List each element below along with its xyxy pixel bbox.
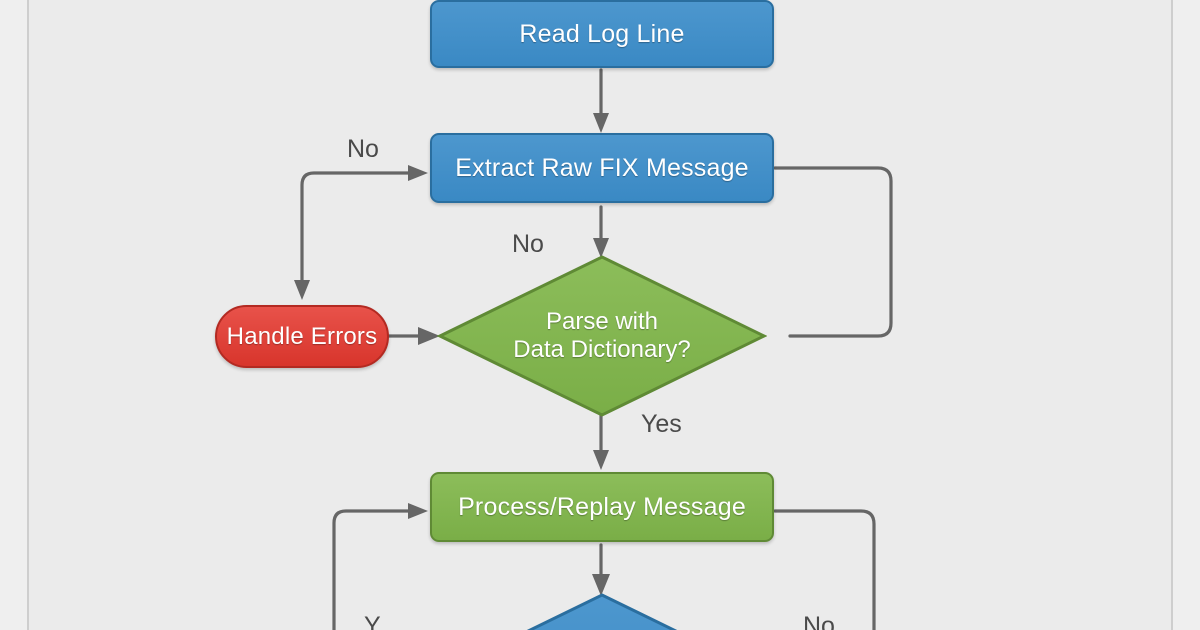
edge-process-right-rail [773,509,876,630]
node-handle-errors-label: Handle Errors [226,322,378,350]
edge-label-no-to-extract: No [347,135,379,163]
node-read-log-line-label: Read Log Line [519,19,685,48]
arrowhead-extract-to-parse [593,238,609,258]
bottom-decision-diamond-shape [526,593,678,630]
page-margin-left [0,0,27,630]
arrowhead-process-to-bottom-decision [592,574,610,596]
edge-label-yes-bottom-left: Y [364,612,381,630]
node-extract-raw-fix-message[interactable]: Extract Raw FIX Message [430,133,774,203]
node-bottom-decision[interactable] [437,592,767,630]
edge-loop-to-process [332,509,410,630]
node-process-replay-message-label: Process/Replay Message [458,492,746,521]
edge-label-yes-to-process: Yes [641,410,682,438]
edge-label-no-from-extract: No [512,230,544,258]
arrowhead-no-loop-to-extract [408,165,428,181]
edge-label-no-bottom-right: No [803,612,835,630]
arrowhead-handle-errors-to-parse [418,327,440,345]
parse-diamond-shape [437,255,767,417]
page-margin-right [1173,0,1200,630]
node-read-log-line[interactable]: Read Log Line [430,0,774,68]
gutter-rule-left [27,0,29,630]
edge-extract-right-loop [773,166,893,338]
arrowhead-loop-to-process [408,503,428,519]
edge-no-loop-to-extract [300,171,410,287]
node-handle-errors[interactable]: Handle Errors [215,305,389,368]
node-extract-raw-fix-message-label: Extract Raw FIX Message [455,153,749,182]
node-process-replay-message[interactable]: Process/Replay Message [430,472,774,542]
gutter-rule-right [1171,0,1173,630]
arrowhead-parse-yes-to-process [593,450,609,470]
arrowhead-read-to-extract [593,113,609,133]
node-parse-with-data-dictionary[interactable]: Parse with Data Dictionary? [437,254,767,418]
arrowhead-to-handle-errors [294,280,310,300]
